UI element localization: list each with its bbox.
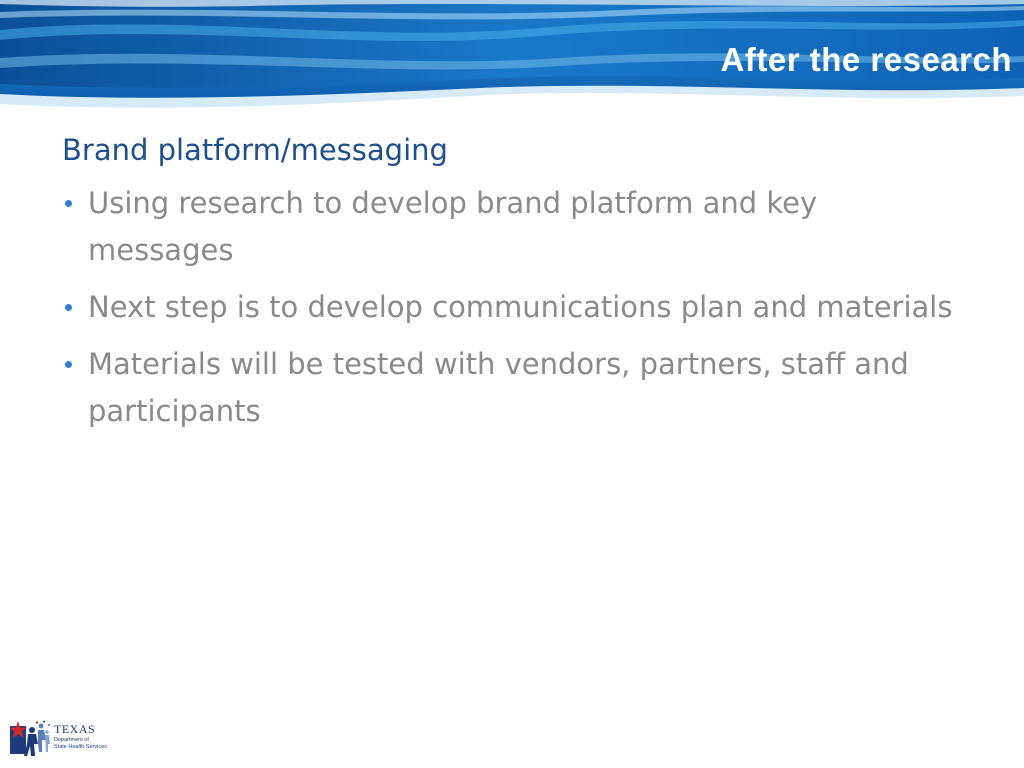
bullet-item: Materials will be tested with vendors, p… [62,341,962,435]
bullet-text: Using research to develop brand platform… [88,186,818,267]
dshs-logo: TEXAS Department of State Health Service… [8,718,116,762]
bullet-list: Using research to develop brand platform… [62,180,962,435]
bullet-dot-icon [65,304,72,311]
bullet-text: Materials will be tested with vendors, p… [88,347,909,428]
logo-wordmark: TEXAS [54,722,96,736]
bullet-dot-icon [65,200,72,207]
logo-department-line: Department of [54,737,89,743]
bullet-item: Next step is to develop communications p… [62,284,962,331]
slide-title: After the research [720,41,1012,78]
dshs-emblem-icon [9,720,50,756]
section-heading: Brand platform/messaging [62,133,448,167]
logo-agency-line: State Health Services [54,744,107,750]
bullet-dot-icon [65,361,72,368]
bullet-text: Next step is to develop communications p… [88,290,953,324]
header-banner [0,0,1024,118]
bullet-item: Using research to develop brand platform… [62,180,962,274]
slide-body: Brand platform/messaging Using research … [62,128,962,445]
wave-banner-graphic [0,0,1024,118]
